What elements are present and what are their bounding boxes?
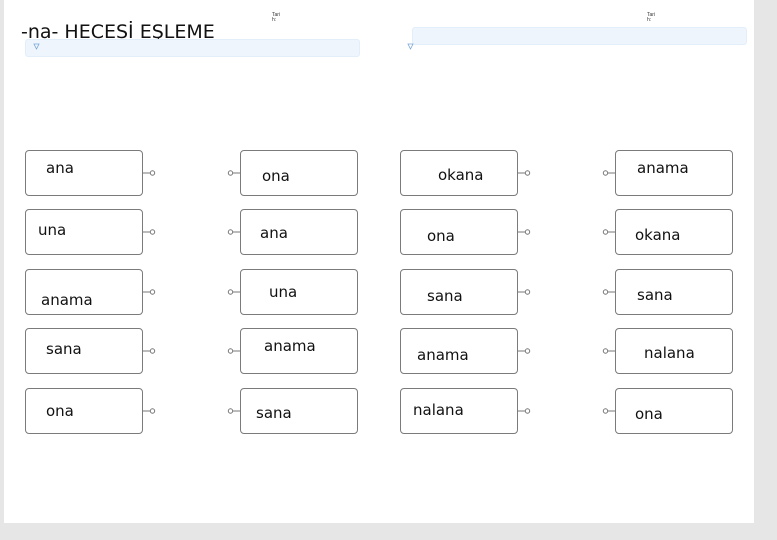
connector-dot-icon[interactable] xyxy=(518,227,532,237)
word-box[interactable]: anama xyxy=(615,150,733,196)
name-field-left[interactable] xyxy=(25,39,360,57)
worksheet-page: -na- HECESİ EŞLEME Tari h: Tari h: ana un… xyxy=(4,0,754,523)
word-label: una xyxy=(38,221,67,239)
word-label: anama xyxy=(41,291,93,309)
word-label: ana xyxy=(46,159,74,177)
word-label: ona xyxy=(635,405,663,423)
connector-dot-icon[interactable] xyxy=(518,406,532,416)
word-label: ona xyxy=(427,227,455,245)
word-label: anama xyxy=(264,337,316,355)
word-label: anama xyxy=(417,346,469,364)
date-label-right-text: Tari h: xyxy=(647,12,656,23)
connector-dot-icon[interactable] xyxy=(226,287,240,297)
connector-dot-icon[interactable] xyxy=(143,346,157,356)
connector-dot-icon[interactable] xyxy=(143,406,157,416)
page-title: -na- HECESİ EŞLEME xyxy=(21,21,215,43)
connector-dot-icon[interactable] xyxy=(143,168,157,178)
word-box[interactable]: nalana xyxy=(400,388,518,434)
connector-dot-icon[interactable] xyxy=(601,227,615,237)
word-box[interactable]: ona xyxy=(25,388,143,434)
connector-dot-icon[interactable] xyxy=(226,227,240,237)
word-box[interactable]: una xyxy=(25,209,143,255)
word-box[interactable]: sana xyxy=(25,328,143,374)
word-box[interactable]: okana xyxy=(615,209,733,255)
connector-dot-icon[interactable] xyxy=(226,346,240,356)
word-label: okana xyxy=(438,166,484,184)
name-field-right[interactable] xyxy=(412,27,747,45)
connector-dot-icon[interactable] xyxy=(601,287,615,297)
word-box[interactable]: anama xyxy=(25,269,143,315)
connector-dot-icon[interactable] xyxy=(226,406,240,416)
word-box[interactable]: ona xyxy=(240,150,358,196)
word-label: sana xyxy=(46,340,82,358)
word-box[interactable]: anama xyxy=(240,328,358,374)
word-box[interactable]: sana xyxy=(615,269,733,315)
date-label-left: Tari h: xyxy=(272,13,280,23)
word-label: nalana xyxy=(413,401,464,419)
word-label: okana xyxy=(635,226,681,244)
connector-dot-icon[interactable] xyxy=(518,168,532,178)
word-box[interactable]: nalana xyxy=(615,328,733,374)
word-box[interactable]: okana xyxy=(400,150,518,196)
word-label: sana xyxy=(427,287,463,305)
connector-dot-icon[interactable] xyxy=(601,346,615,356)
word-box[interactable]: ana xyxy=(25,150,143,196)
connector-dot-icon[interactable] xyxy=(226,168,240,178)
word-box[interactable]: sana xyxy=(240,388,358,434)
word-box[interactable]: anama xyxy=(400,328,518,374)
date-label-right: Tari h: xyxy=(647,13,655,23)
word-label: ana xyxy=(260,224,288,242)
word-label: sana xyxy=(637,286,673,304)
word-box[interactable]: ona xyxy=(615,388,733,434)
date-label-left-text: Tari h: xyxy=(272,12,281,23)
pin-icon-left xyxy=(33,43,40,50)
word-box[interactable]: sana xyxy=(400,269,518,315)
connector-dot-icon[interactable] xyxy=(601,168,615,178)
connector-dot-icon[interactable] xyxy=(518,287,532,297)
word-label: ona xyxy=(262,167,290,185)
connector-dot-icon[interactable] xyxy=(601,406,615,416)
word-label: anama xyxy=(637,159,689,177)
pin-icon-right xyxy=(407,43,414,50)
connector-dot-icon[interactable] xyxy=(143,227,157,237)
connector-dot-icon[interactable] xyxy=(143,287,157,297)
word-label: ona xyxy=(46,402,74,420)
word-label: sana xyxy=(256,404,292,422)
word-box[interactable]: una xyxy=(240,269,358,315)
connector-dot-icon[interactable] xyxy=(518,346,532,356)
word-box[interactable]: ana xyxy=(240,209,358,255)
word-label: una xyxy=(269,283,298,301)
word-label: nalana xyxy=(644,344,695,362)
word-box[interactable]: ona xyxy=(400,209,518,255)
